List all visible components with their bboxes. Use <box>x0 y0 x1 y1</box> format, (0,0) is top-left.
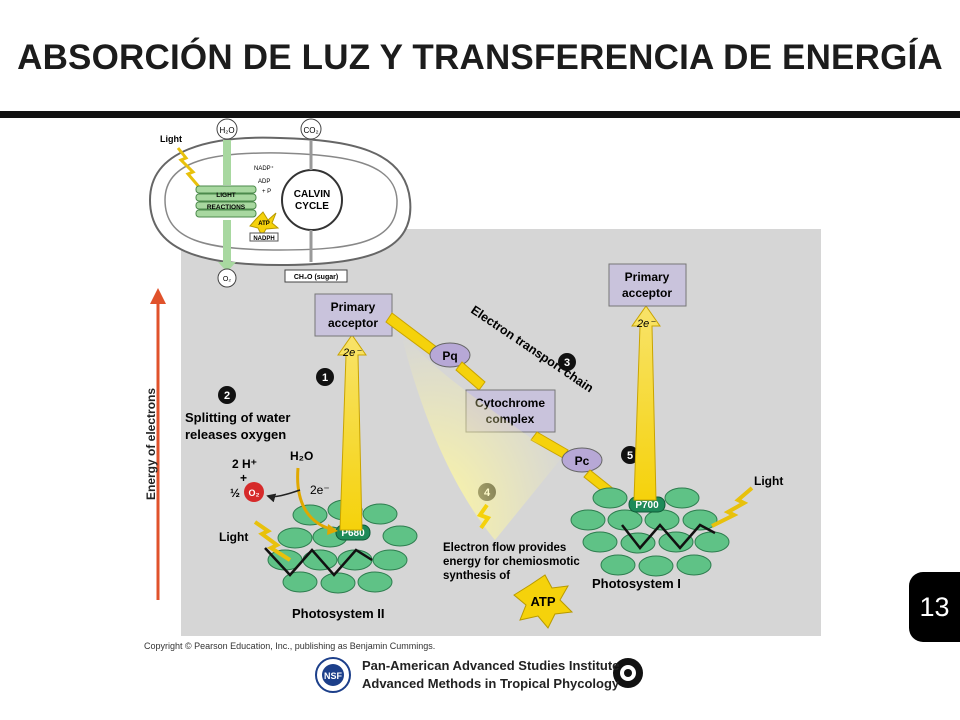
primary-acceptor-right-1: Primary <box>625 270 670 284</box>
plus-label: + <box>240 471 247 485</box>
energy-bolt <box>476 503 492 530</box>
atp-burst <box>513 574 574 629</box>
nsf-logo: NSF <box>315 657 351 693</box>
energy-axis-label: Energy of electrons <box>144 388 158 500</box>
splitting-text-2: releases oxygen <box>185 427 286 442</box>
primary-acceptor-left <box>314 293 393 337</box>
footer-institute: Pan-American Advanced Studies Institute <box>362 658 620 673</box>
ps2-excitation-arrow <box>337 334 367 531</box>
inset-sugar: CH₂O (sugar) <box>294 274 338 281</box>
primary-acceptor-right-2: acceptor <box>622 286 672 300</box>
step-3-number: 3 <box>564 357 570 369</box>
photosystem-i-disks <box>570 487 730 577</box>
ps2-energy-zigzag <box>264 547 373 577</box>
pq-label: Pq <box>442 349 457 363</box>
pc-carrier <box>561 447 603 473</box>
step-2-number: 2 <box>224 390 230 402</box>
light-right-label: Light <box>754 474 783 488</box>
inset-pi: + P <box>262 189 271 195</box>
slide-number: 13 <box>909 572 960 642</box>
inset-o2: O₂ <box>223 276 231 283</box>
pc-label: Pc <box>575 454 590 468</box>
photosystem-ii-disks <box>267 499 418 594</box>
light-bolt-right <box>711 486 754 528</box>
flow-text-3: synthesis of <box>443 570 510 582</box>
institute-logo <box>613 658 643 688</box>
ps2-2e-label: 2e⁻ <box>342 347 362 359</box>
step-1-marker <box>316 368 334 386</box>
pq-carrier <box>429 342 471 368</box>
step-5-marker <box>621 446 639 464</box>
step-2-marker <box>218 386 236 404</box>
inset-atp: ATP <box>258 221 270 227</box>
ps1-energy-zigzag <box>621 523 716 550</box>
water-label: H₂O <box>290 449 313 463</box>
footer-course: Advanced Methods in Tropical Phycology <box>362 676 620 691</box>
title-divider <box>0 111 960 118</box>
flow-text-1: Electron flow provides <box>443 542 566 554</box>
photosystem-i-label: Photosystem I <box>592 576 681 591</box>
inset-adp: ADP <box>258 179 270 185</box>
p700-label: P700 <box>635 500 659 511</box>
step-3-marker <box>558 353 576 371</box>
ps1-2e-label: 2e⁻ <box>636 318 656 330</box>
protons-label: 2 H⁺ <box>232 457 257 471</box>
primary-acceptor-right <box>608 263 687 307</box>
step-1-number: 1 <box>322 372 328 384</box>
light-reactions-stack <box>195 185 257 218</box>
inset-light-label-1: LIGHT <box>216 192 236 199</box>
atp-label: ATP <box>530 594 555 609</box>
chloroplast-inset: H₂O CO₂ Light LIGHT REACTIONS NADP⁺ ADP … <box>148 118 412 288</box>
cytochrome-label-1: Cytochrome <box>475 396 545 410</box>
inset-calvin-2: CYCLE <box>295 201 329 212</box>
primary-acceptor-left-1: Primary <box>331 300 376 314</box>
inset-nadp: NADP⁺ <box>254 165 274 172</box>
copyright-notice: Copyright © Pearson Education, Inc., pub… <box>144 641 436 651</box>
ps1-excitation-arrow <box>631 305 661 501</box>
inset-calvin-1: CALVIN <box>294 189 330 200</box>
inset-light-label: Light <box>160 134 182 144</box>
oxygen-label: O₂ <box>249 488 260 498</box>
p680-label: P680 <box>341 528 365 539</box>
energy-glow <box>400 330 560 540</box>
inset-nadph: NADPH <box>253 236 274 242</box>
inset-h2o: H₂O <box>219 126 234 135</box>
page-title: ABSORCIÓN DE LUZ Y TRANSFERENCIA DE ENER… <box>17 38 943 77</box>
step-5-number: 5 <box>627 450 633 462</box>
water-2e-label: 2e⁻ <box>310 483 330 497</box>
light-left-label: Light <box>219 530 248 544</box>
oxygen-molecule <box>244 482 264 502</box>
light-bolt-left <box>253 520 292 562</box>
photosystem-ii-label: Photosystem II <box>292 606 384 621</box>
half-label: ½ <box>230 486 240 500</box>
splitting-text-1: Splitting of water <box>185 410 290 425</box>
flow-text-2: energy for chemiosmotic <box>443 556 580 568</box>
nsf-text: NSF <box>324 671 343 681</box>
primary-acceptor-left-2: acceptor <box>328 316 378 330</box>
inset-light-label-2: REACTIONS <box>207 204 246 211</box>
inset-co2: CO₂ <box>303 126 318 135</box>
